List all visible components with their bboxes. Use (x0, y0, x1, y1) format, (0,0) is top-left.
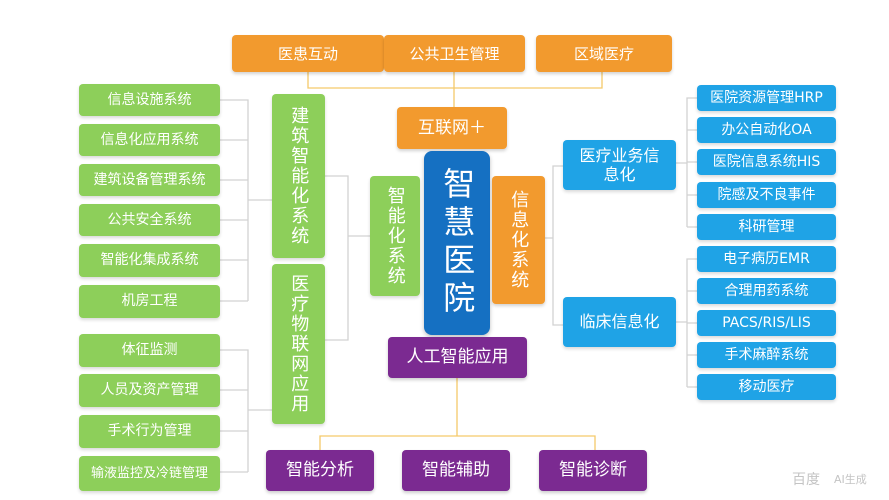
information-system-node[interactable]: 信息化系统 (492, 176, 545, 304)
building-item-integration[interactable]: 智能化集成系统 (79, 244, 220, 277)
business-item-adverse-events[interactable]: 院感及不良事件 (697, 182, 836, 208)
smart-hospital-center[interactable]: 智慧医院 (424, 151, 490, 335)
building-item-equipment-management[interactable]: 建筑设备管理系统 (79, 164, 220, 196)
clinical-info-node[interactable]: 临床信息化 (563, 297, 676, 347)
medical-business-info-node[interactable]: 医疗业务信息化 (563, 140, 676, 190)
top-node-public-health[interactable]: 公共卫生管理 (384, 35, 525, 72)
medical-iot-label[interactable]: 医疗物联网应用 (272, 264, 325, 424)
ai-application-node[interactable]: 人工智能应用 (388, 337, 527, 378)
watermark-logo: 百度 (792, 472, 820, 488)
iot-item-personnel-assets[interactable]: 人员及资产管理 (79, 374, 220, 407)
building-intelligent-label[interactable]: 建筑智能化系统 (272, 94, 325, 258)
business-item-oa[interactable]: 办公自动化OA (697, 117, 836, 143)
iot-item-surgery-behavior[interactable]: 手术行为管理 (79, 415, 220, 448)
clinical-item-pacs-ris-lis[interactable]: PACS/RIS/LIS (697, 310, 836, 336)
building-item-info-application[interactable]: 信息化应用系统 (79, 124, 220, 156)
iot-item-vital-signs[interactable]: 体征监测 (79, 334, 220, 367)
business-item-hrp[interactable]: 医院资源管理HRP (697, 85, 836, 111)
top-node-patient-interaction[interactable]: 医患互动 (232, 35, 384, 72)
iot-item-infusion-coldchain[interactable]: 输液监控及冷链管理 (79, 456, 220, 491)
internet-plus-node[interactable]: 互联网＋ (397, 107, 507, 149)
business-item-his[interactable]: 医院信息系统HIS (697, 149, 836, 175)
clinical-item-anesthesia[interactable]: 手术麻醉系统 (697, 342, 836, 368)
top-node-regional-medical[interactable]: 区域医疗 (536, 35, 672, 72)
ai-item-assist[interactable]: 智能辅助 (402, 450, 510, 491)
clinical-item-emr[interactable]: 电子病历EMR (697, 246, 836, 272)
intelligent-system-node[interactable]: 智能化系统 (370, 176, 420, 296)
business-item-research[interactable]: 科研管理 (697, 214, 836, 240)
building-item-public-safety[interactable]: 公共安全系统 (79, 204, 220, 236)
building-item-machine-room[interactable]: 机房工程 (79, 285, 220, 318)
clinical-item-rational-drug[interactable]: 合理用药系统 (697, 278, 836, 304)
building-item-info-facility[interactable]: 信息设施系统 (79, 84, 220, 116)
watermark-ai-label: AI生成 (834, 473, 867, 486)
ai-item-diagnosis[interactable]: 智能诊断 (539, 450, 647, 491)
clinical-item-mobile-medical[interactable]: 移动医疗 (697, 374, 836, 400)
ai-item-analysis[interactable]: 智能分析 (266, 450, 374, 491)
